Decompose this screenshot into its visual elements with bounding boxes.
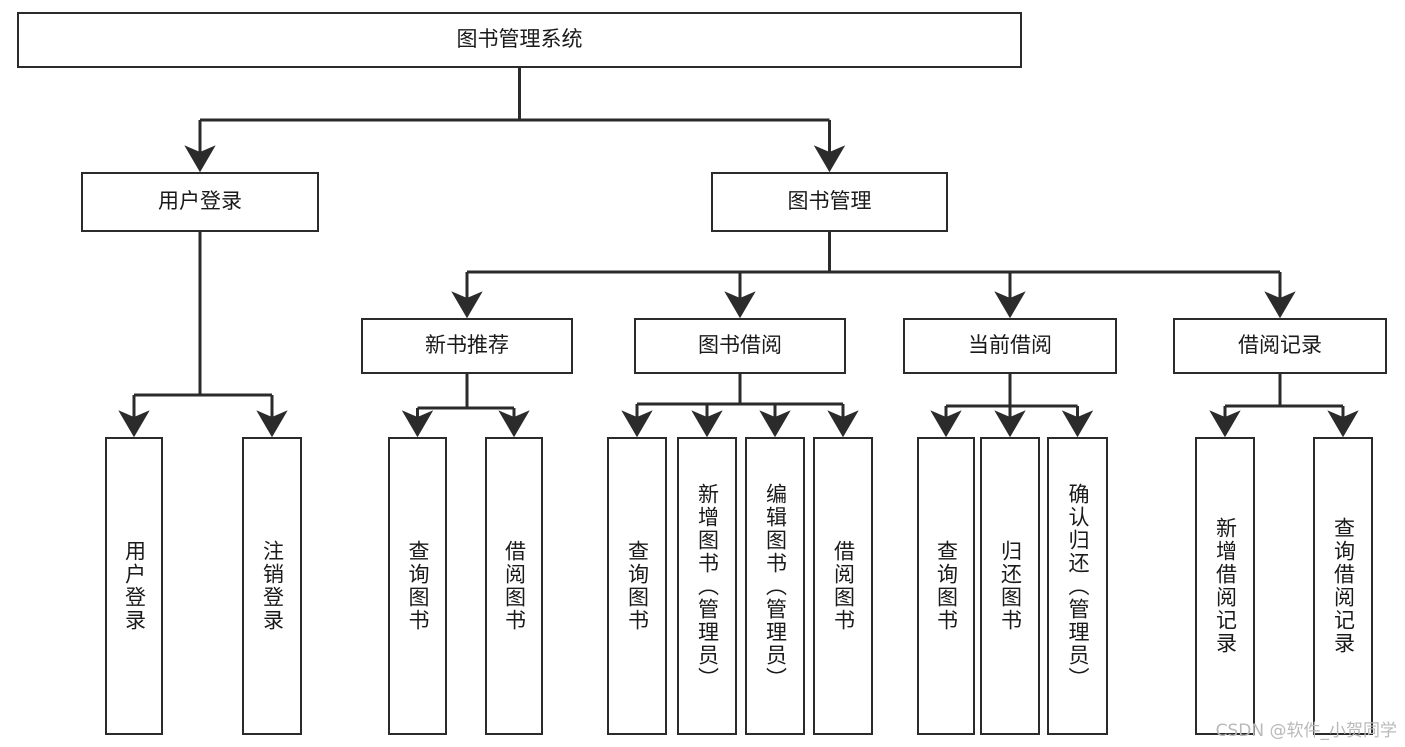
node-leaf-归还图书-9[interactable]: 归还图书 xyxy=(980,437,1040,735)
node-leaf-确认归还管理员-10[interactable]: 确认归还（管理员） xyxy=(1047,437,1108,735)
node-level1-图书管理[interactable]: 图书管理 xyxy=(711,172,948,232)
node-leaf-新增图书管理员-5[interactable]: 新增图书（管理员） xyxy=(677,437,737,735)
node-level2-当前借阅[interactable]: 当前借阅 xyxy=(903,318,1117,374)
node-label: 编辑图书（管理员） xyxy=(763,482,788,690)
node-label: 图书借阅 xyxy=(698,333,782,358)
node-level2-借阅记录[interactable]: 借阅记录 xyxy=(1173,318,1387,374)
node-leaf-借阅图书-7[interactable]: 借阅图书 xyxy=(813,437,873,735)
node-label: 查询图书 xyxy=(625,540,650,632)
node-leaf-用户登录-0[interactable]: 用户登录 xyxy=(105,437,163,735)
node-label: 注销登录 xyxy=(260,540,285,632)
node-level2-新书推荐[interactable]: 新书推荐 xyxy=(361,318,573,374)
node-label: 借阅图书 xyxy=(831,540,856,632)
node-label: 确认归还（管理员） xyxy=(1066,482,1090,690)
node-leaf-查询图书-4[interactable]: 查询图书 xyxy=(607,437,667,735)
node-label: 借阅记录 xyxy=(1238,333,1322,358)
node-leaf-查询图书-2[interactable]: 查询图书 xyxy=(388,437,447,735)
node-level2-图书借阅[interactable]: 图书借阅 xyxy=(634,318,846,374)
node-leaf-注销登录-1[interactable]: 注销登录 xyxy=(242,437,302,735)
node-label: 当前借阅 xyxy=(968,333,1052,358)
node-leaf-编辑图书管理员-6[interactable]: 编辑图书（管理员） xyxy=(745,437,805,735)
node-label: 新书推荐 xyxy=(425,333,509,358)
node-label: 查询图书 xyxy=(406,540,430,632)
node-label: 用户登录 xyxy=(122,540,147,632)
node-leaf-借阅图书-3[interactable]: 借阅图书 xyxy=(485,437,543,735)
node-leaf-新增借阅记录-11[interactable]: 新增借阅记录 xyxy=(1195,437,1255,735)
node-label: 图书管理系统 xyxy=(456,27,583,52)
node-label: 归还图书 xyxy=(998,540,1023,632)
node-level1-用户登录[interactable]: 用户登录 xyxy=(81,172,319,232)
node-label: 借阅图书 xyxy=(502,540,527,632)
node-label: 新增图书（管理员） xyxy=(695,482,720,690)
node-label: 查询借阅记录 xyxy=(1331,517,1356,655)
node-leaf-查询借阅记录-12[interactable]: 查询借阅记录 xyxy=(1313,437,1373,735)
node-label: 图书管理 xyxy=(787,189,872,214)
node-label: 新增借阅记录 xyxy=(1213,517,1238,655)
node-root[interactable]: 图书管理系统 xyxy=(17,12,1022,68)
node-leaf-查询图书-8[interactable]: 查询图书 xyxy=(917,437,975,735)
node-label: 用户登录 xyxy=(158,189,242,214)
node-label: 查询图书 xyxy=(934,540,959,632)
